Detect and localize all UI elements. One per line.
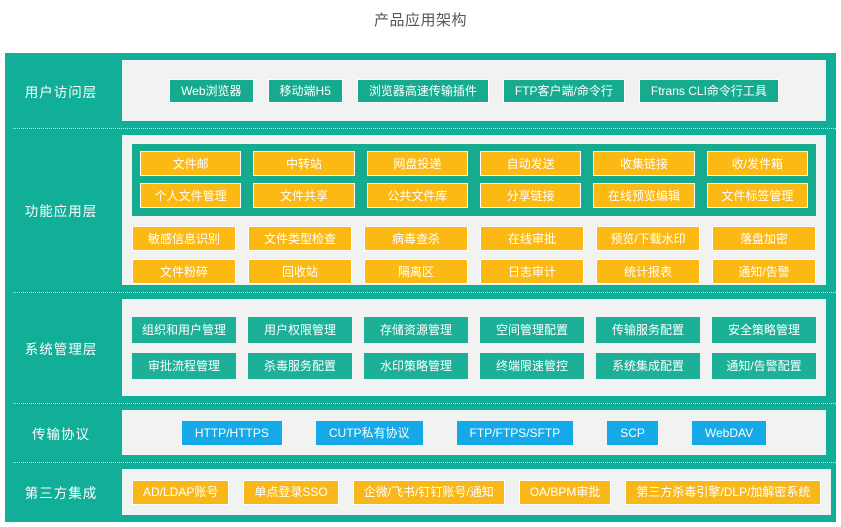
chip-share-link[interactable]: 分享链接: [480, 183, 582, 208]
chip-storage-resource-manage[interactable]: 存储资源管理: [364, 316, 469, 343]
layer-row-transport-protocol: 传输协议 HTTP/HTTPS CUTP私有协议 FTP/FTPS/SFTP S…: [5, 403, 836, 462]
chip-http-https[interactable]: HTTP/HTTPS: [181, 420, 282, 445]
chip-online-approval[interactable]: 在线审批: [480, 226, 584, 251]
chip-file-share[interactable]: 文件共享: [253, 183, 355, 208]
layer-panel-user-access: Web浏览器 移动端H5 浏览器高速传输插件 FTP客户端/命令行 Ftrans…: [122, 60, 826, 121]
chip-auto-send[interactable]: 自动发送: [480, 151, 582, 176]
chip-antivirus-service-config[interactable]: 杀毒服务配置: [248, 352, 352, 379]
chip-file-shred[interactable]: 文件粉碎: [132, 259, 236, 284]
chip-row-third-party-1: AD/LDAP账号 单点登录SSO 企微/飞书/钉钉账号/通知 OA/BPM审批…: [132, 479, 822, 505]
chip-scp[interactable]: SCP: [607, 420, 658, 445]
chip-log-audit[interactable]: 日志审计: [480, 259, 584, 284]
chip-mobile-h5[interactable]: 移动端H5: [267, 78, 343, 103]
layer-panel-function-app: 文件邮 中转站 网盘投递 自动发送 收集链接 收/发件箱 个人文件管理 文件共享…: [122, 135, 826, 285]
chip-notify-alert-config[interactable]: 通知/告警配置: [712, 352, 816, 379]
chip-sensitive-info-detect[interactable]: 敏感信息识别: [132, 226, 236, 251]
chip-row-function-core-1: 文件邮 中转站 网盘投递 自动发送 收集链接 收/发件箱: [140, 151, 808, 176]
chip-browser-accel-plugin[interactable]: 浏览器高速传输插件: [356, 78, 489, 103]
layer-label-system-manage: 系统管理层: [24, 341, 98, 357]
layer-row-function-app: 功能应用层 文件邮 中转站 网盘投递 自动发送 收集链接 收/发件箱 个人文件管…: [5, 128, 836, 292]
chip-disk-encryption[interactable]: 落盘加密: [712, 226, 816, 251]
chip-org-user-manage[interactable]: 组织和用户管理: [132, 316, 237, 343]
chip-inbox-outbox[interactable]: 收/发件箱: [706, 151, 808, 176]
layer-label-third-party: 第三方集成: [24, 486, 98, 501]
chip-row-function-core-2: 个人文件管理 文件共享 公共文件库 分享链接 在线预览编辑 文件标签管理: [140, 183, 808, 208]
chip-recycle-bin[interactable]: 回收站: [248, 259, 352, 284]
chip-row-system-manage-1: 组织和用户管理 用户权限管理 存储资源管理 空间管理配置 传输服务配置 安全策略…: [132, 316, 817, 343]
chip-web-browser[interactable]: Web浏览器: [169, 78, 254, 103]
chip-ad-ldap-account[interactable]: AD/LDAP账号: [132, 479, 230, 505]
chip-watermark-policy-manage[interactable]: 水印策略管理: [364, 352, 468, 379]
chip-virus-scan[interactable]: 病毒查杀: [364, 226, 468, 251]
chip-system-integration-config[interactable]: 系统集成配置: [596, 352, 700, 379]
chip-row-function-security-1: 敏感信息识别 文件类型检查 病毒查杀 在线审批 预览/下载水印 落盘加密: [132, 226, 816, 251]
layer-row-user-access: 用户访问层 Web浏览器 移动端H5 浏览器高速传输插件 FTP客户端/命令行 …: [5, 53, 836, 128]
chip-webdav[interactable]: WebDAV: [691, 420, 767, 445]
chip-file-mail[interactable]: 文件邮: [140, 151, 242, 176]
layer-panel-third-party: AD/LDAP账号 单点登录SSO 企微/飞书/钉钉账号/通知 OA/BPM审批…: [122, 469, 832, 515]
page-title: 产品应用架构: [373, 12, 467, 29]
chip-single-signon-sso[interactable]: 单点登录SSO: [243, 479, 339, 505]
chip-ftrans-cli-tool[interactable]: Ftrans CLI命令行工具: [638, 78, 779, 103]
layer-label-function-app: 功能应用层: [24, 204, 98, 219]
chip-file-tag-manage[interactable]: 文件标签管理: [706, 183, 808, 208]
chip-personal-file-manage[interactable]: 个人文件管理: [140, 183, 242, 208]
chip-netdisk-delivery[interactable]: 网盘投递: [366, 151, 468, 176]
chip-file-type-check[interactable]: 文件类型检查: [248, 226, 352, 251]
chip-preview-download-watermark[interactable]: 预览/下载水印: [596, 226, 700, 251]
chip-ftp-client-cli[interactable]: FTP客户端/命令行: [502, 78, 625, 103]
chip-approval-flow-manage[interactable]: 审批流程管理: [132, 352, 236, 379]
chip-ftp-ftps-sftp[interactable]: FTP/FTPS/SFTP: [456, 420, 574, 445]
function-security-group: 敏感信息识别 文件类型检查 病毒查杀 在线审批 预览/下载水印 落盘加密 文件粉…: [132, 226, 816, 284]
architecture-diagram-frame: 用户访问层 Web浏览器 移动端H5 浏览器高速传输插件 FTP客户端/命令行 …: [5, 53, 836, 522]
chip-endpoint-ratelimit-control[interactable]: 终端限速管控: [480, 352, 584, 379]
layer-label-transport-protocol: 传输协议: [32, 426, 90, 442]
chip-public-file-library[interactable]: 公共文件库: [366, 183, 468, 208]
layer-label-user-access: 用户访问层: [24, 84, 98, 100]
chip-security-policy-manage[interactable]: 安全策略管理: [712, 316, 817, 343]
chip-row-user-access-1: Web浏览器 移动端H5 浏览器高速传输插件 FTP客户端/命令行 Ftrans…: [132, 78, 816, 103]
layer-panel-system-manage: 组织和用户管理 用户权限管理 存储资源管理 空间管理配置 传输服务配置 安全策略…: [122, 299, 826, 396]
chip-row-system-manage-2: 审批流程管理 杀毒服务配置 水印策略管理 终端限速管控 系统集成配置 通知/告警…: [132, 352, 816, 379]
chip-row-transport-protocol-1: HTTP/HTTPS CUTP私有协议 FTP/FTPS/SFTP SCP We…: [132, 420, 816, 445]
function-core-group: 文件邮 中转站 网盘投递 自动发送 收集链接 收/发件箱 个人文件管理 文件共享…: [132, 144, 816, 216]
chip-thirdparty-av-dlp-crypto[interactable]: 第三方杀毒引擎/DLP/加解密系统: [625, 479, 822, 505]
chip-row-function-security-2: 文件粉碎 回收站 隔离区 日志审计 统计报表 通知/告警: [132, 259, 816, 284]
chip-cutp-private-protocol[interactable]: CUTP私有协议: [315, 420, 423, 445]
chip-user-permission-manage[interactable]: 用户权限管理: [248, 316, 353, 343]
chip-space-manage-config[interactable]: 空间管理配置: [480, 316, 585, 343]
chip-collect-link[interactable]: 收集链接: [593, 151, 695, 176]
chip-transfer-station[interactable]: 中转站: [253, 151, 355, 176]
chip-oa-bpm-approval[interactable]: OA/BPM审批: [518, 479, 612, 505]
chip-wecom-feishu-dingtalk[interactable]: 企微/飞书/钉钉账号/通知: [352, 479, 505, 505]
chip-transfer-service-config[interactable]: 传输服务配置: [596, 316, 701, 343]
chip-online-preview-edit[interactable]: 在线预览编辑: [593, 183, 695, 208]
chip-quarantine-zone[interactable]: 隔离区: [364, 259, 468, 284]
layer-row-third-party: 第三方集成 AD/LDAP账号 单点登录SSO 企微/飞书/钉钉账号/通知 OA…: [5, 462, 836, 522]
chip-notify-alert[interactable]: 通知/告警: [712, 259, 816, 284]
layer-row-system-manage: 系统管理层 组织和用户管理 用户权限管理 存储资源管理 空间管理配置 传输服务配…: [5, 292, 836, 403]
layer-panel-transport-protocol: HTTP/HTTPS CUTP私有协议 FTP/FTPS/SFTP SCP We…: [122, 410, 826, 455]
chip-statistics-report[interactable]: 统计报表: [596, 259, 700, 284]
